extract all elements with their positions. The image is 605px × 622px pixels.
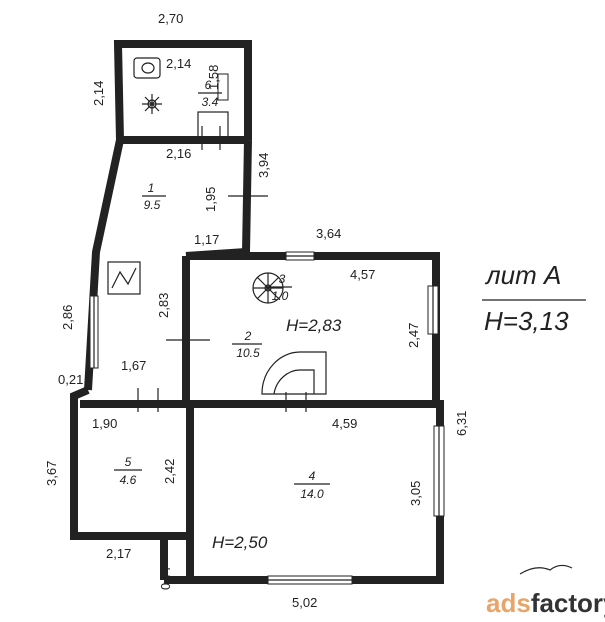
room5-number: 5	[125, 455, 132, 469]
dim-left-lower: 2,86	[60, 305, 75, 330]
dim-room4-height: 3,05	[408, 481, 423, 506]
windows	[89, 73, 445, 585]
dim-small-step: 0,21	[58, 372, 83, 387]
fixtures	[107, 57, 327, 395]
dim-room4-width: 4,59	[332, 416, 357, 431]
literal-height: Н=3,13	[484, 306, 569, 336]
dim-room5-top: 1,67	[121, 358, 146, 373]
doors	[137, 126, 307, 412]
dim-bottom-left: 2,17	[106, 546, 131, 561]
literal-title: лит А	[484, 260, 561, 290]
watermark-part1: adsfactory	[486, 588, 605, 618]
watermark: adsfactory	[486, 564, 605, 618]
room6-area: 3.4	[202, 95, 219, 109]
room2-height: Н=2,83	[286, 316, 342, 335]
dim-room5-width: 1,90	[92, 416, 117, 431]
room-labels: 1 9.5 6 3.4 2 10.5 3 1.0 5 4.6 4 14.0 Н=…	[120, 78, 342, 552]
dim-bottom-step: 0,77	[158, 565, 173, 590]
dim-room5-height: 2,42	[162, 459, 177, 484]
room4-area: 14.0	[300, 487, 324, 501]
walls	[70, 40, 444, 584]
room5-area: 4.6	[120, 473, 137, 487]
dim-left-total: 3,67	[44, 461, 59, 486]
room2-number: 2	[244, 329, 252, 343]
room3-number: 3	[279, 272, 286, 286]
literal-block: лит А Н=3,13	[484, 260, 569, 336]
room2-area: 10.5	[236, 346, 260, 360]
dim-bottom-total: 5,02	[292, 595, 317, 610]
dim-bath-width: 2,14	[166, 56, 191, 71]
dim-right-total: 6,31	[454, 411, 469, 436]
room4-number: 4	[309, 469, 316, 483]
room4-height: Н=2,50	[212, 533, 268, 552]
dim-room3-width: 4,57	[350, 267, 375, 282]
room1-number: 1	[148, 181, 155, 195]
dim-room1-step: 1,17	[194, 232, 219, 247]
dim-bath-bottom: 2,16	[166, 146, 191, 161]
dim-top-width: 2,70	[158, 11, 183, 26]
dim-left-upper-diag: 2,14	[91, 81, 106, 106]
dimension-labels: 2,70 2,14 2,14 1,58 2,16 3,94 1,95 1,17 …	[44, 11, 469, 610]
room6-number: 6	[205, 78, 212, 92]
dim-room2-right: 2,47	[406, 323, 421, 348]
dim-bath-height: 1,58	[206, 65, 221, 90]
fraction-lines	[114, 92, 586, 485]
dim-right-upper: 3,94	[256, 153, 271, 178]
dim-room1-height: 1,95	[203, 187, 218, 212]
dim-room2-height: 2,83	[156, 293, 171, 318]
room1-area: 9.5	[144, 198, 161, 212]
room3-area: 1.0	[272, 289, 289, 303]
dim-room2-top: 3,64	[316, 226, 341, 241]
